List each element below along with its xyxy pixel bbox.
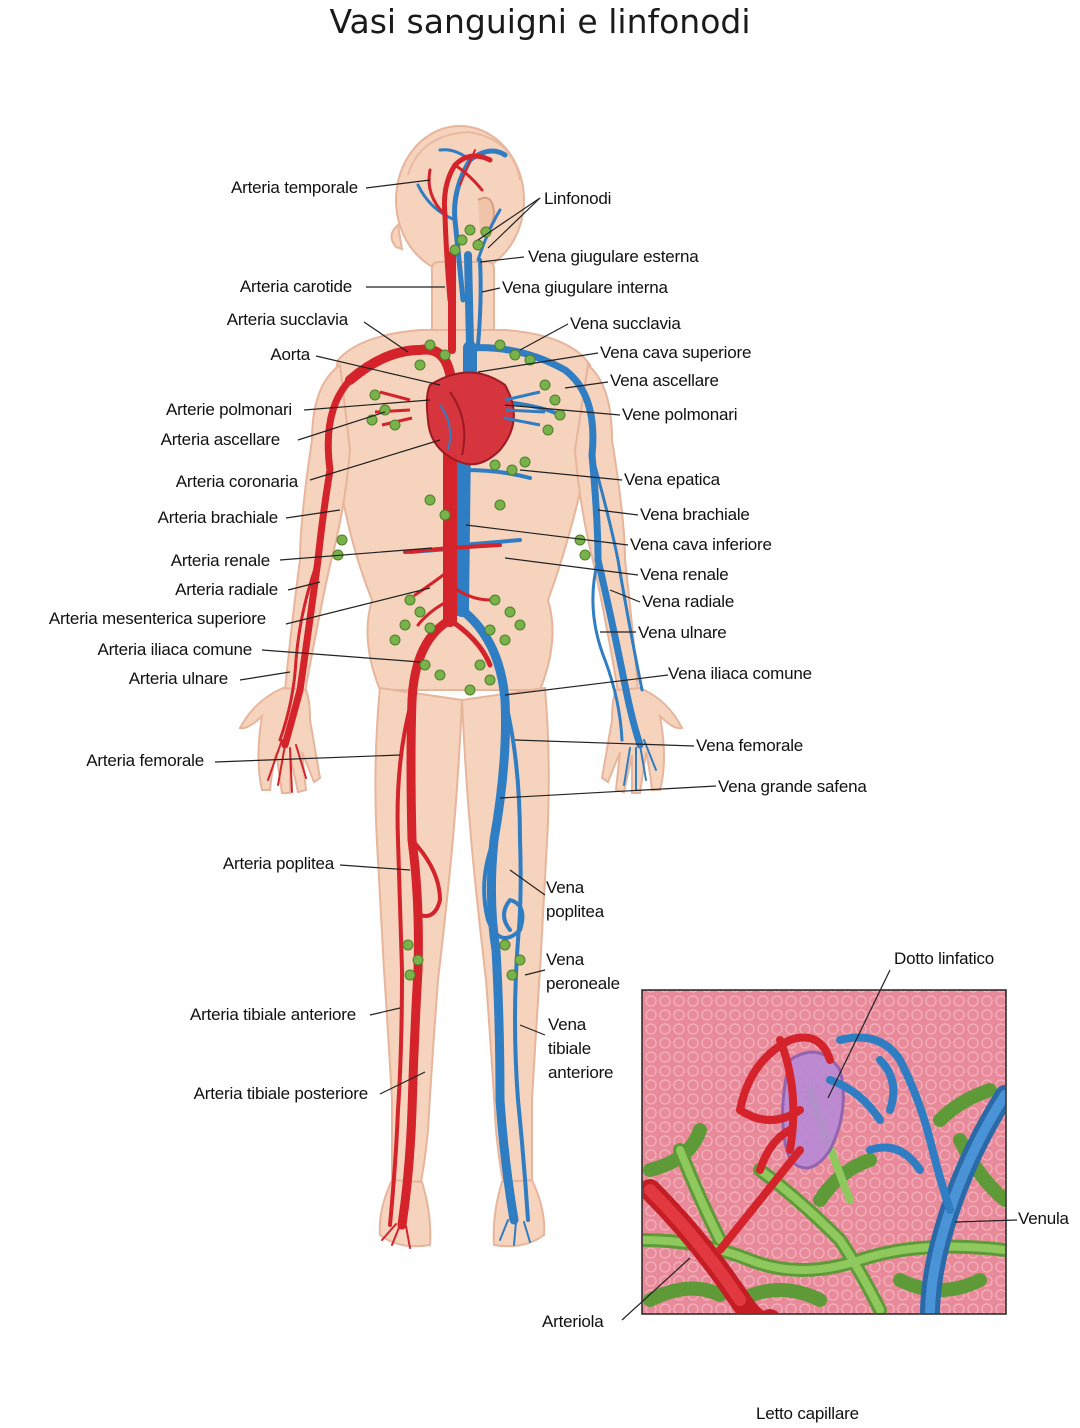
label-arteria-tibiale-anteriore: Arteria tibiale anteriore xyxy=(189,1005,356,1024)
label-vena-tibiale-anteriore: Vena tibiale anteriore xyxy=(548,1015,614,1082)
lymph-node xyxy=(389,419,401,431)
label-linfonodi: Linfonodi xyxy=(544,189,612,208)
label-vena-iliaca-comune: Vena iliaca comune xyxy=(668,664,812,683)
lymph-node xyxy=(494,339,506,351)
label-dotto-linfatico: Dotto linfatico xyxy=(894,949,994,968)
lymph-node xyxy=(579,549,591,561)
left-arm xyxy=(283,363,352,694)
lymph-node xyxy=(464,684,476,696)
lymph-node xyxy=(412,954,424,966)
arteries xyxy=(267,149,502,1249)
lymph-node xyxy=(472,239,484,251)
lymph-node xyxy=(419,659,431,671)
label-vena-grande-safena: Vena grande safena xyxy=(718,777,867,796)
label-arteria-tibiale-posteriore: Arteria tibiale posteriore xyxy=(193,1084,369,1103)
label-vena-giugulare-interna: Vena giugulare interna xyxy=(502,278,668,297)
label-vena-succlavia: Vena succlavia xyxy=(570,314,681,333)
label-vena-ascellare: Vena ascellare xyxy=(610,371,719,390)
label-arteria-mesenterica-superiore: Arteria mesenterica superiore xyxy=(48,609,266,628)
lymph-node xyxy=(439,509,451,521)
lymph-nodes xyxy=(332,224,591,981)
lymph-node xyxy=(399,619,411,631)
heart xyxy=(374,371,546,466)
label-arteria-radiale: Arteria radiale xyxy=(175,580,278,599)
lymph-node xyxy=(514,954,526,966)
label-arteria-brachiale: Arteria brachiale xyxy=(157,508,279,527)
lymph-node xyxy=(414,606,426,618)
lymph-node xyxy=(489,594,501,606)
lymph-node xyxy=(489,459,501,471)
label-vena-femorale: Vena femorale xyxy=(696,736,804,755)
label-arteria-succlavia: Arteria succlavia xyxy=(226,310,349,329)
lymph-node xyxy=(519,456,531,468)
lymph-node xyxy=(439,349,451,361)
label-vena-brachiale: Vena brachiale xyxy=(640,505,750,524)
label-vena-radiale: Vena radiale xyxy=(642,592,735,611)
lymph-node xyxy=(449,244,461,256)
label-arteria-ascellare: Arteria ascellare xyxy=(160,430,281,449)
lymph-node xyxy=(494,499,506,511)
label-letto-capillare: Letto capillare xyxy=(756,1404,859,1423)
label-arteria-temporale: Arteria temporale xyxy=(231,178,358,197)
lymph-node xyxy=(336,534,348,546)
lymph-node xyxy=(404,969,416,981)
label-vena-renale: Vena renale xyxy=(640,565,729,584)
lymph-node xyxy=(549,394,561,406)
label-arteria-coronaria: Arteria coronaria xyxy=(175,472,298,491)
lymph-node xyxy=(506,969,518,981)
label-vena-cava-inferiore: Vena cava inferiore xyxy=(630,535,772,554)
lymph-node xyxy=(434,669,446,681)
lymph-node xyxy=(499,634,511,646)
lymph-node xyxy=(456,234,468,246)
lymph-node xyxy=(509,349,521,361)
leader-lines xyxy=(214,179,717,1095)
label-vena-epatica: Vena epatica xyxy=(624,470,720,489)
lymph-node xyxy=(464,224,476,236)
label-vena-giugulare-esterna: Vena giugulare esterna xyxy=(528,247,699,266)
diagram-title: Vasi sanguigni e linfonodi xyxy=(329,2,751,41)
lymph-node xyxy=(424,622,436,634)
label-arteriola: Arteriola xyxy=(542,1312,604,1331)
lymph-node xyxy=(402,939,414,951)
brain-outline xyxy=(407,130,521,181)
label-vena-cava-superiore: Vena cava superiore xyxy=(600,343,752,362)
label-arteria-carotide: Arteria carotide xyxy=(239,277,352,296)
lymph-node xyxy=(414,359,426,371)
label-arteria-femorale: Arteria femorale xyxy=(86,751,204,770)
capillary-bed-inset xyxy=(621,969,1018,1321)
label-arterie-polmonari: Arterie polmonari xyxy=(165,400,292,419)
lymph-node xyxy=(484,624,496,636)
label-arteria-ulnare: Arteria ulnare xyxy=(128,669,228,688)
lymph-node xyxy=(554,409,566,421)
lymph-node xyxy=(424,494,436,506)
label-arteria-poplitea: Arteria poplitea xyxy=(222,854,334,873)
label-arteria-iliaca-comune: Arteria iliaca comune xyxy=(97,640,252,659)
label-aorta: Aorta xyxy=(270,345,310,364)
lymph-node xyxy=(542,424,554,436)
lymph-node xyxy=(506,464,518,476)
lymph-node xyxy=(389,634,401,646)
label-venula: Venula xyxy=(1018,1209,1069,1228)
lymph-node xyxy=(404,594,416,606)
label-vena-ulnare: Vena ulnare xyxy=(638,623,727,642)
lymph-node xyxy=(424,339,436,351)
label-vena-poplitea: Vena poplitea xyxy=(546,878,604,921)
lymph-node xyxy=(504,606,516,618)
label-arteria-renale: Arteria renale xyxy=(170,551,270,570)
label-vene-polmonari: Vene polmonari xyxy=(622,405,738,424)
label-vena-peroneale: Vena peroneale xyxy=(546,950,620,993)
lymph-node xyxy=(474,659,486,671)
lymph-node xyxy=(514,619,526,631)
lymph-node xyxy=(369,389,381,401)
lymph-node xyxy=(484,674,496,686)
lymph-node xyxy=(524,354,536,366)
lymph-node xyxy=(499,939,511,951)
lymph-node xyxy=(480,226,492,238)
lymph-node xyxy=(539,379,551,391)
